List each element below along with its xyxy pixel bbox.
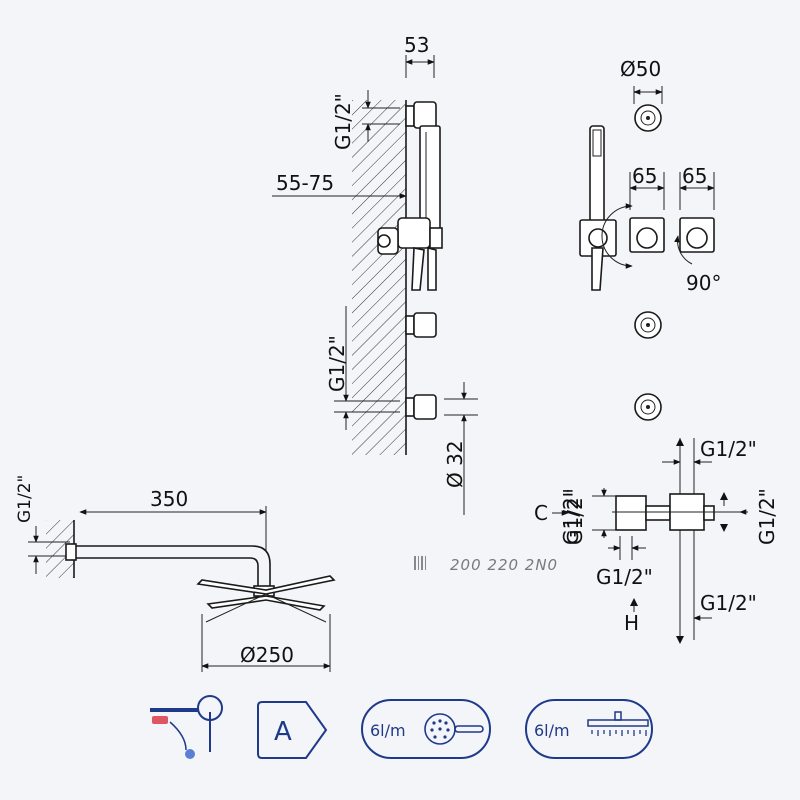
wall-section [352, 100, 407, 455]
low-outlet-fitting [405, 394, 437, 420]
label-thread-top: G1/2" [331, 93, 355, 150]
mixer-plate-left: 65 [601, 164, 665, 269]
energy-class-badge: A [257, 701, 328, 759]
headshower-flow-label: 6l/m [534, 721, 570, 740]
body-jet-top [634, 104, 662, 132]
barcode-icon [414, 556, 426, 570]
label-schema-left-thread-2: G1/2" [559, 488, 583, 545]
hot-indicator [152, 716, 168, 724]
label-90-deg: 90° [686, 271, 721, 295]
label-53: 53 [404, 33, 429, 57]
label-thread-mid: G1/2" [325, 335, 349, 392]
product-code-text: 200 220 2N0 [450, 556, 558, 574]
mixer-plate-right: 65 90° [674, 164, 721, 295]
label-head-diameter: Ø250 [240, 643, 294, 667]
mid-outlet-fitting [405, 312, 437, 338]
label-schema-left-thread: G1/2" [563, 488, 587, 545]
headshower-flow-badge: 6l/m [525, 699, 653, 759]
front-handshower [579, 125, 617, 291]
dim-wall-offset: 53 [404, 33, 435, 78]
label-arm-length: 350 [150, 487, 188, 511]
energy-class-label: A [274, 717, 292, 747]
handshower-icon [424, 713, 484, 745]
label-schema-c: C [534, 501, 548, 525]
handshower-flow-label: 6l/m [370, 721, 406, 740]
wall-hatching [352, 100, 406, 455]
label-55-75: 55-75 [276, 171, 334, 195]
label-schema-h: H [624, 611, 639, 635]
label-65-right: 65 [682, 164, 707, 188]
top-outlet-fitting [405, 101, 437, 129]
label-schema-right-thread: G1/2" [755, 488, 779, 545]
label-32: Ø 32 [443, 440, 467, 488]
handshower-flow-badge: 6l/m [361, 699, 491, 759]
label-65-left: 65 [632, 164, 657, 188]
cold-indicator [185, 749, 195, 759]
shower-arm-assembly: G1/2" 350 Ø250 [15, 475, 336, 672]
label-schema-bottom-thread: G1/2" [596, 565, 653, 589]
label-schema-top-thread: G1/2" [700, 437, 757, 461]
dim-wall-depth: 55-75 [272, 171, 407, 199]
dim-outlet-thread-mid: G1/2" [325, 306, 400, 430]
label-schema-right-bottom-thread: G1/2" [700, 591, 757, 615]
label-diameter-50: Ø50 [620, 57, 661, 81]
wall-handshower [377, 125, 443, 291]
body-jet-mid [634, 311, 662, 339]
headshower-icon [587, 711, 649, 736]
dim-outlet-thread-top: G1/2" [331, 90, 400, 150]
dim-outlet-diameter: Ø50 [620, 57, 663, 104]
product-code: 200 220 2N0 [414, 556, 558, 574]
body-jet-low [634, 393, 662, 421]
dim-jet-spacing: Ø 32 [443, 382, 478, 515]
connection-schematic: G1/2" C G1/2" G1/2" G1/2" H G1/2" [534, 437, 779, 644]
label-arm-thread: G1/2" [15, 475, 35, 523]
mixer-temperature-icon [150, 695, 223, 759]
